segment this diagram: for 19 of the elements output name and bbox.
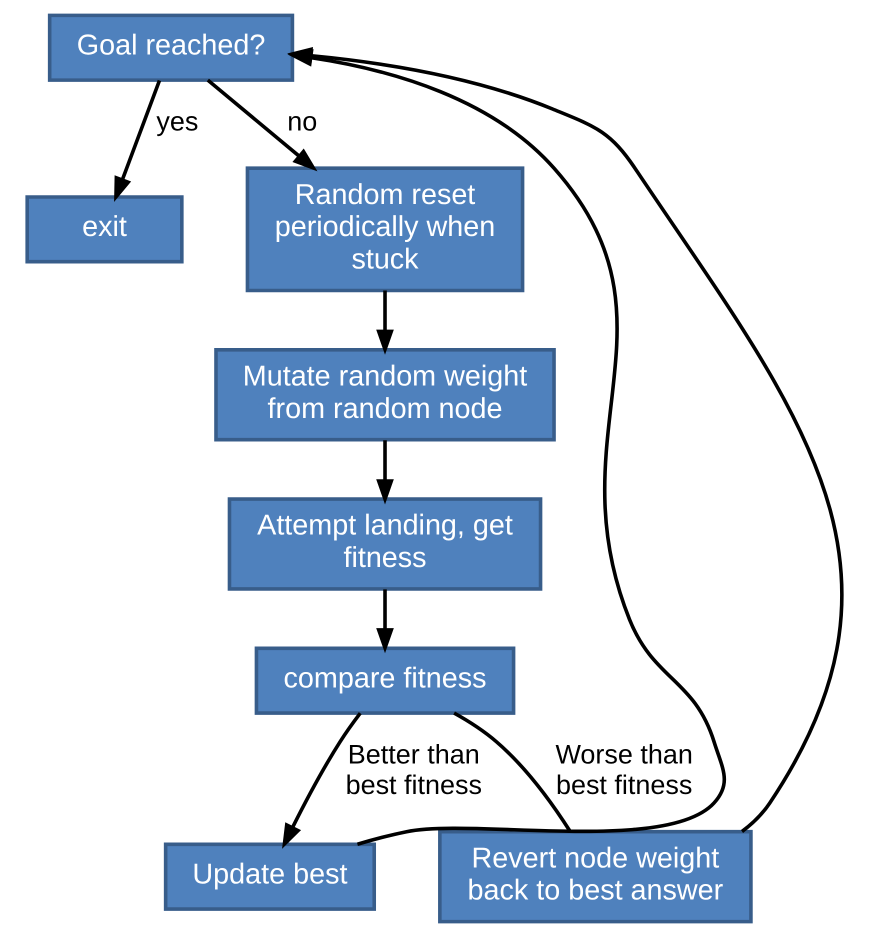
node-box: Revert node weight back to best answer: [438, 830, 753, 924]
arrow: [376, 589, 394, 654]
node-box: exit: [25, 195, 184, 264]
edge-label: Worse than best fitness: [555, 739, 693, 800]
node-box: Mutate random weight from random node: [214, 348, 556, 442]
arrow: [282, 712, 362, 849]
node-box: Update best: [164, 842, 376, 911]
node-box: compare fitness: [254, 646, 516, 715]
edge-label: yes: [156, 106, 198, 136]
edge-label: no: [287, 106, 318, 136]
node-box: Goal reached?: [48, 14, 294, 82]
arrow: [206, 78, 318, 172]
arrow: [114, 80, 162, 202]
edge-label: Better than best fitness: [346, 739, 482, 800]
connector: [453, 712, 572, 832]
node-box: Attempt landing, get fitness: [228, 497, 542, 591]
arrow: [376, 290, 394, 355]
node-box: Random reset periodically when stuck: [246, 166, 524, 292]
arrow: [376, 440, 394, 504]
